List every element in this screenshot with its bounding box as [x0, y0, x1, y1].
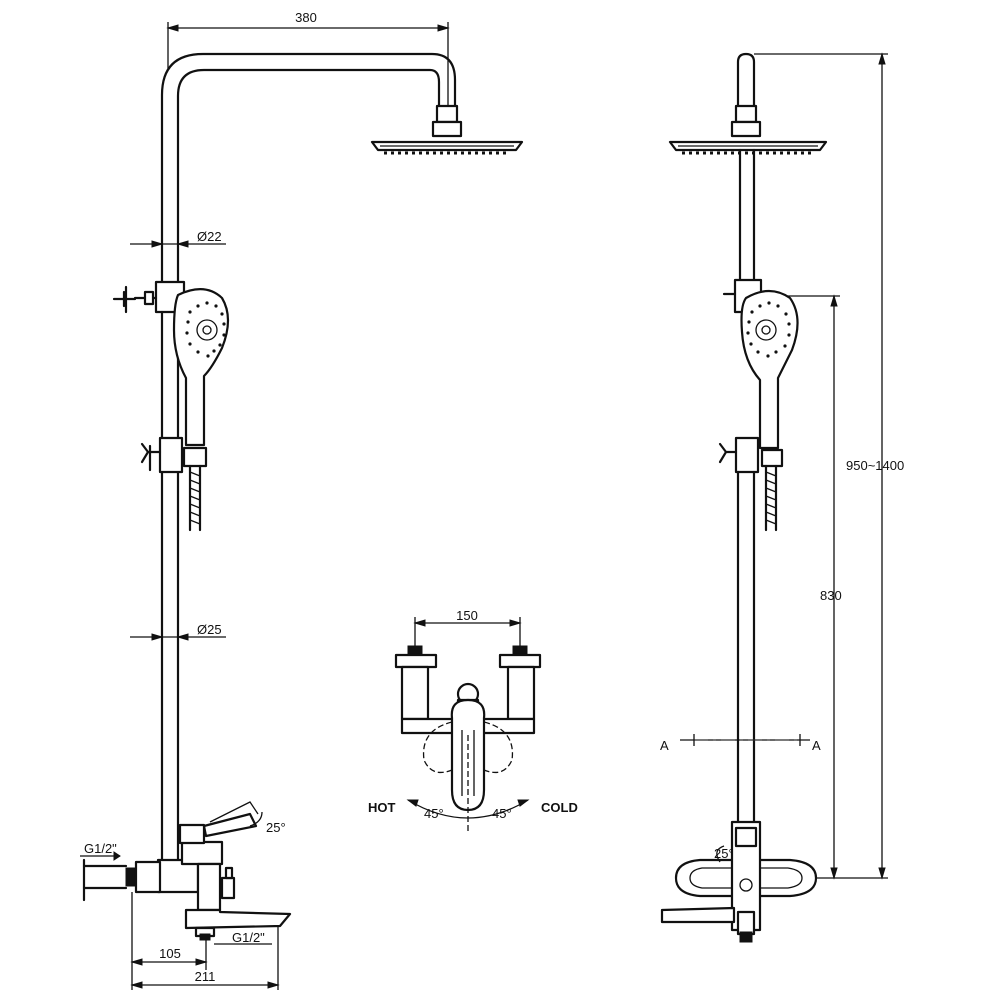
front-view: 950~1400 830 — [660, 52, 904, 943]
dim-label-g12-left: G1/2" — [84, 841, 117, 856]
dim-label-950-1400: 950~1400 — [846, 458, 904, 473]
side-view: 380 Ø22 — [80, 10, 524, 990]
slider-bracket-lower — [158, 436, 184, 474]
dim-label-angle-cold: 45° — [492, 806, 512, 821]
bath-spout — [184, 908, 292, 930]
section-label-a-left: A — [660, 738, 669, 753]
dim-label-105: 105 — [159, 946, 181, 961]
hose-side — [188, 464, 202, 532]
wall-inlet — [82, 858, 162, 902]
dim-label-d25: Ø25 — [197, 622, 222, 637]
label-hot: HOT — [368, 800, 396, 815]
riser-outer — [160, 52, 457, 284]
hose-front — [764, 464, 778, 532]
dim-label-830: 830 — [820, 588, 842, 603]
hand-shower-side — [172, 288, 230, 447]
section-label-a-right: A — [812, 738, 821, 753]
dim-label-150: 150 — [456, 608, 478, 623]
mixer-top-view: 150 HOT COLD 45° 45° — [368, 608, 578, 832]
bath-spout-front — [660, 906, 736, 924]
mixer-valve-front: 25° — [660, 820, 818, 943]
lever-handle — [202, 812, 258, 838]
riser-inner — [176, 68, 441, 284]
label-cold: COLD — [541, 800, 578, 815]
dim-label-d22: Ø22 — [197, 229, 222, 244]
dim-label-211: 211 — [195, 969, 216, 984]
dim-label-angle-hot: 45° — [424, 806, 444, 821]
mixer-valve-side: 25° — [156, 801, 292, 941]
dim-label-angle-25: 25° — [266, 820, 286, 835]
svg-text:25°: 25° — [714, 846, 734, 861]
dim-label-g12-bottom: G1/2" — [232, 930, 265, 945]
hand-shower-front — [740, 289, 799, 450]
dim-label-380: 380 — [295, 10, 317, 25]
